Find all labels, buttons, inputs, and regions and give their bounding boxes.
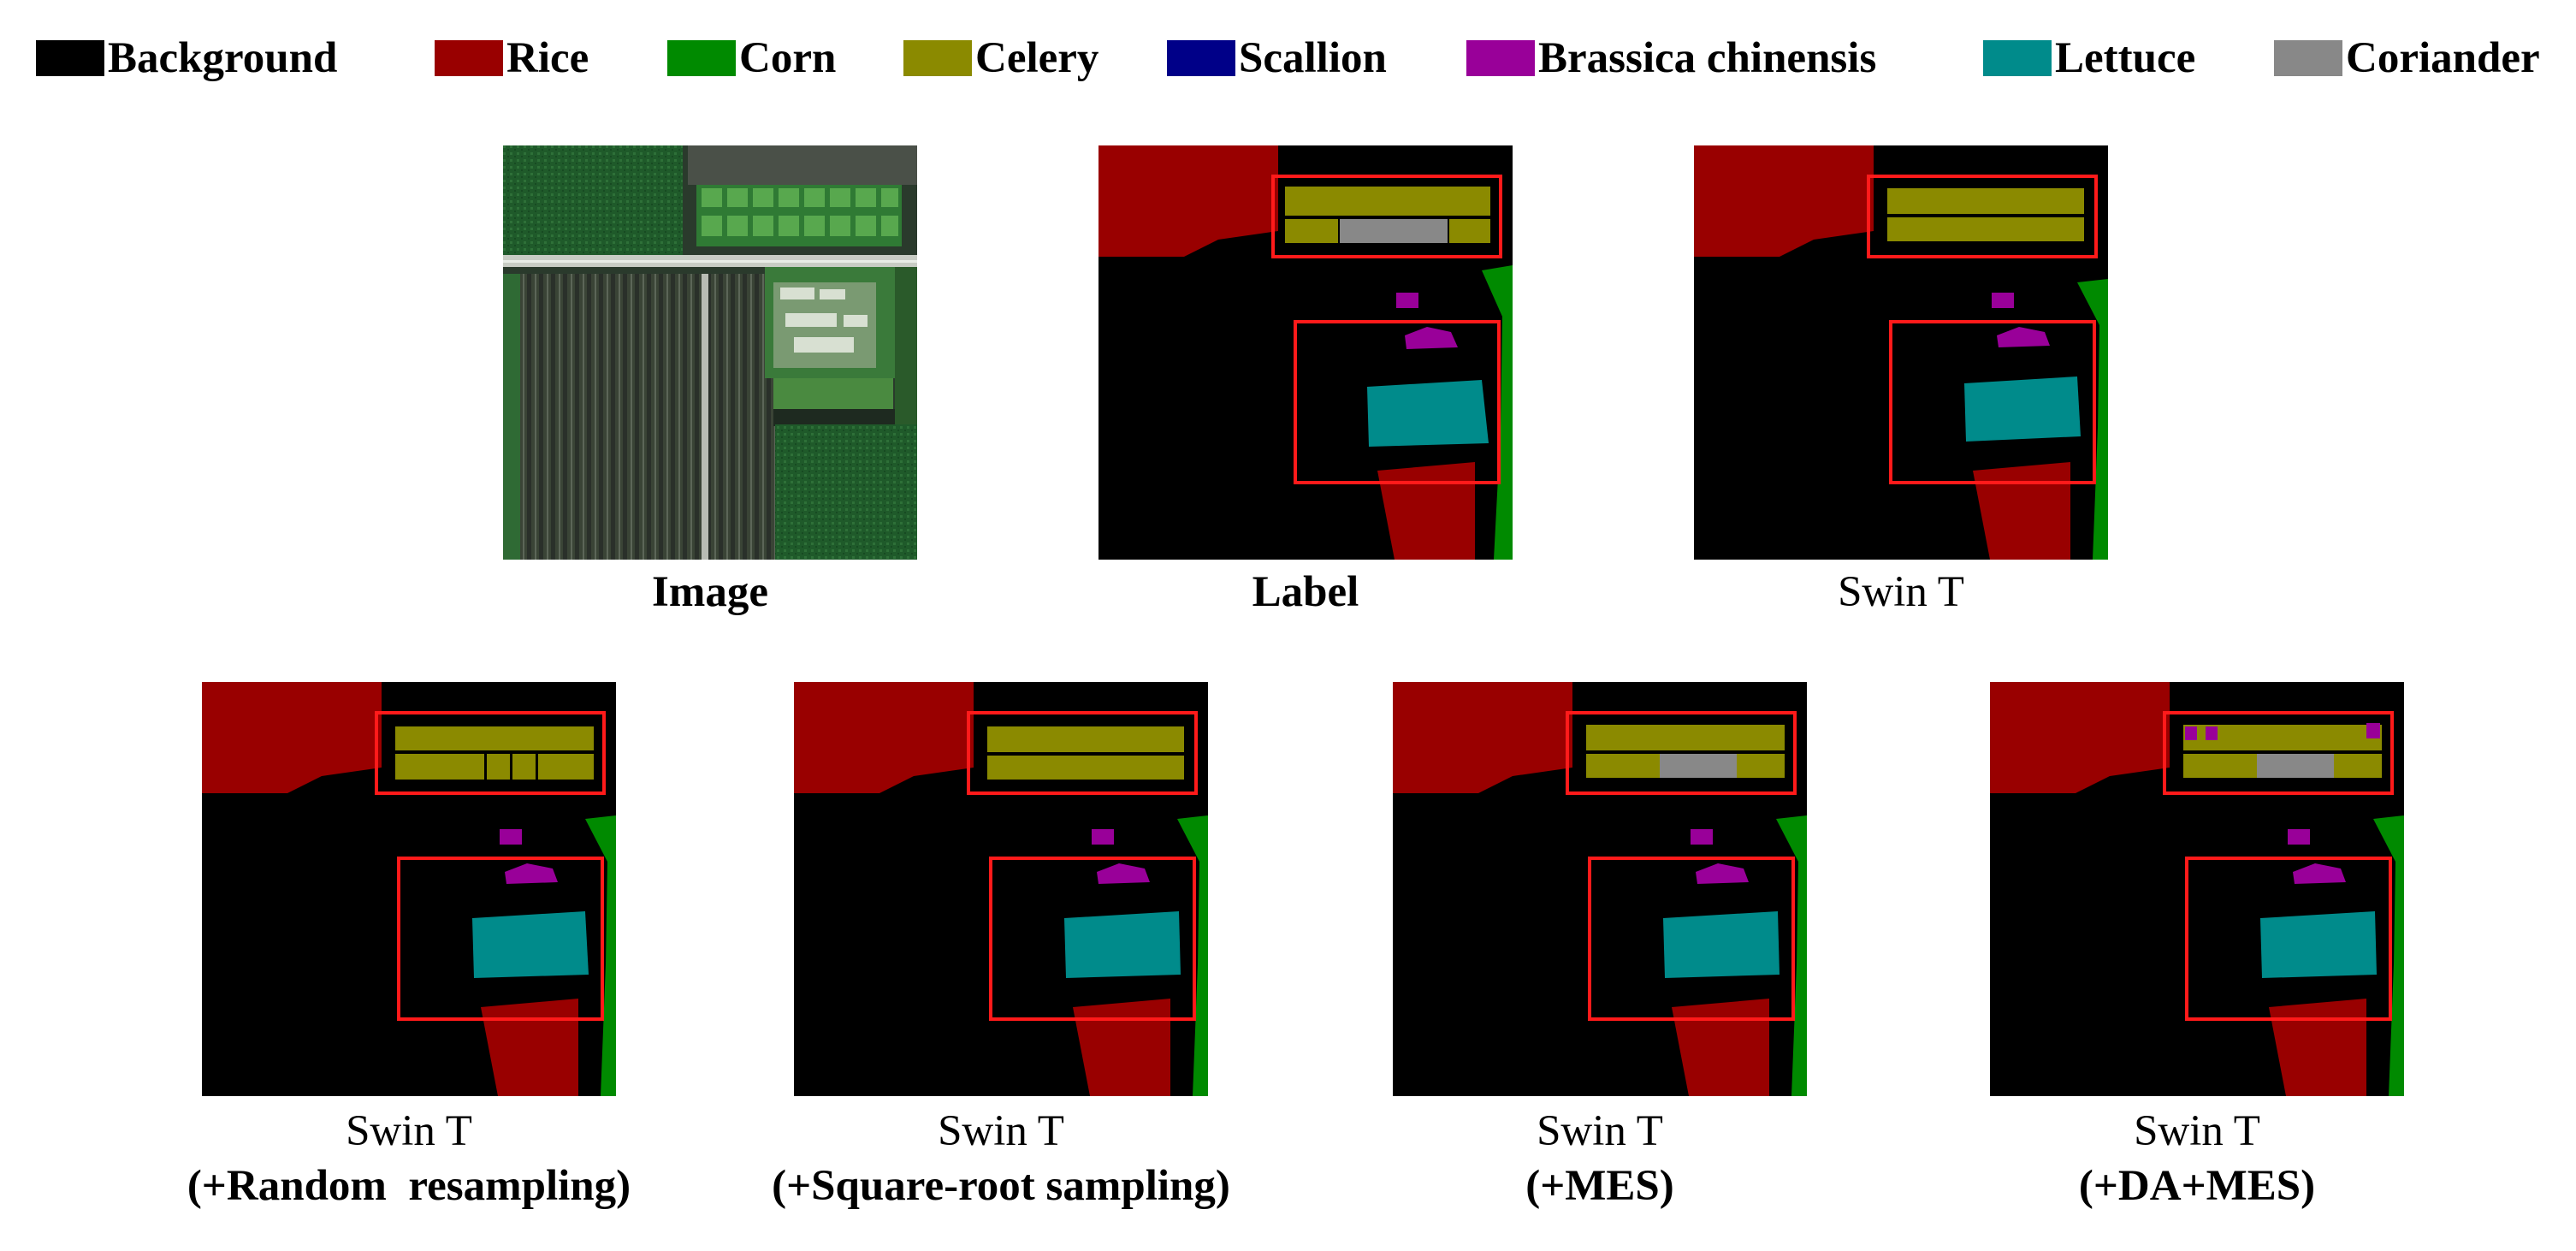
- label-map: [1099, 145, 1513, 560]
- swin-t-prediction: [1694, 145, 2108, 560]
- legend-label: Celery: [975, 34, 1099, 82]
- caption-subtitle: (+MES): [1525, 1162, 1674, 1210]
- legend-label: Rice: [506, 34, 589, 82]
- legend-label: Coriander: [2346, 34, 2540, 82]
- celery-swatch: [903, 40, 972, 76]
- caption-title: Swin T: [2134, 1107, 2260, 1155]
- caption-square-root-sampling: Swin T (+Square-root sampling): [702, 1104, 1300, 1213]
- rice-swatch: [435, 40, 503, 76]
- caption-title: Swin T: [1838, 568, 1964, 616]
- caption-image: Image: [411, 565, 1010, 620]
- mes-prediction: [1393, 682, 1807, 1096]
- corn-swatch: [667, 40, 736, 76]
- caption-subtitle: (+Random resampling): [187, 1162, 631, 1210]
- coriander-swatch: [2274, 40, 2342, 76]
- legend-label: Lettuce: [2055, 34, 2196, 82]
- legend-item-corn: Corn: [667, 33, 836, 84]
- legend-label: Corn: [739, 34, 837, 82]
- caption-title: Swin T: [938, 1107, 1064, 1155]
- caption-title: Label: [1252, 568, 1359, 616]
- caption-da-mes: Swin T (+DA+MES): [1898, 1104, 2496, 1213]
- legend-item-rice: Rice: [435, 33, 589, 84]
- legend-item-lettuce: Lettuce: [1983, 33, 2195, 84]
- scallion-swatch: [1167, 40, 1235, 76]
- square-root-sampling-prediction: [794, 682, 1208, 1096]
- caption-subtitle: (+Square-root sampling): [772, 1162, 1230, 1210]
- lettuce-swatch: [1983, 40, 2052, 76]
- caption-title: Swin T: [346, 1107, 472, 1155]
- legend-label: Background: [108, 34, 338, 82]
- caption-swin-t: Swin T: [1602, 565, 2200, 620]
- brassica-swatch: [1466, 40, 1535, 76]
- caption-random-resampling: Swin T (+Random resampling): [110, 1104, 708, 1213]
- legend-item-background: Background: [36, 33, 337, 84]
- background-swatch: [36, 40, 104, 76]
- legend-label: Brassica chinensis: [1538, 34, 1877, 82]
- legend-item-coriander: Coriander: [2274, 33, 2540, 84]
- legend-item-scallion: Scallion: [1167, 33, 1387, 84]
- caption-label: Label: [1006, 565, 1605, 620]
- legend-item-celery: Celery: [903, 33, 1099, 84]
- legend-item-brassica: Brassica chinensis: [1466, 33, 1876, 84]
- da-mes-prediction: [1990, 682, 2404, 1096]
- legend-label: Scallion: [1239, 34, 1387, 82]
- caption-title: Swin T: [1537, 1107, 1663, 1155]
- caption-mes: Swin T (+MES): [1300, 1104, 1899, 1213]
- satellite-image: [503, 145, 917, 560]
- caption-title: Image: [652, 568, 768, 616]
- random-resampling-prediction: [202, 682, 616, 1096]
- caption-subtitle: (+DA+MES): [2078, 1162, 2316, 1210]
- class-legend: Background Rice Corn Celery Scallion Bra…: [0, 0, 2576, 120]
